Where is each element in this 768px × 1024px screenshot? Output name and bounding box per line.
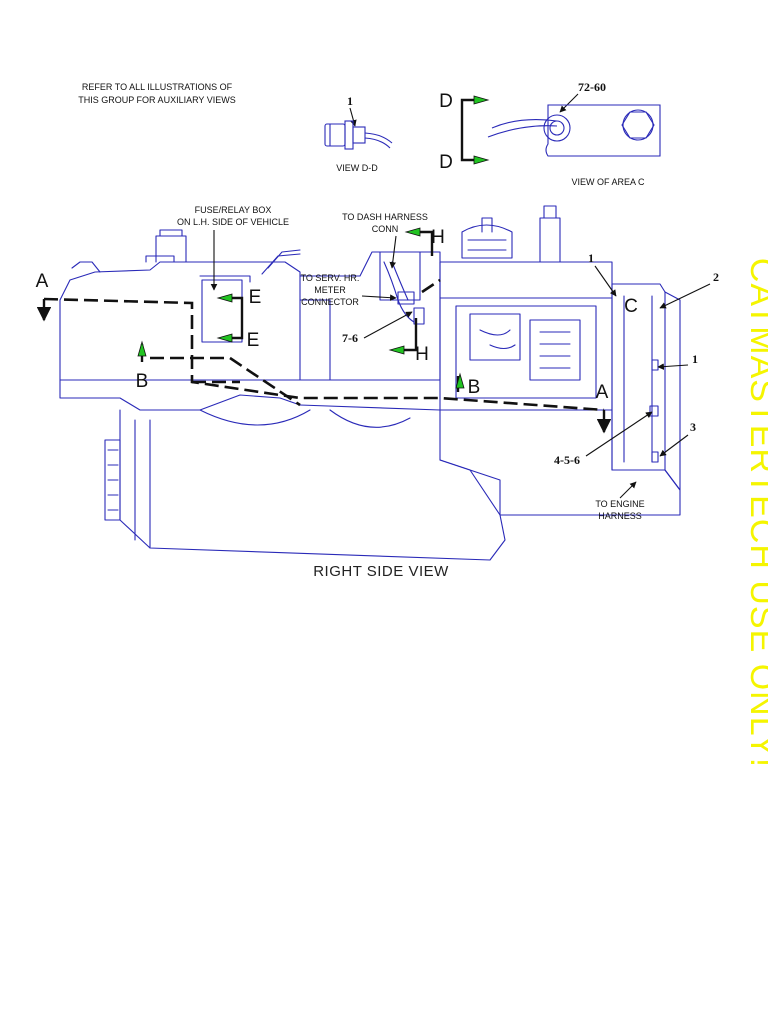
serv-hr-note-line-1: TO SERV. HR.	[301, 273, 360, 283]
marker-arrow-d-bottom	[473, 155, 489, 165]
refer-note-line-2: THIS GROUP FOR AUXILIARY VIEWS	[78, 95, 236, 105]
callout-72-60: 72-60	[578, 80, 606, 94]
section-letters-main: A A B B E E H H C	[36, 227, 638, 403]
main-notes: FUSE/RELAY BOX ON L.H. SIDE OF VEHICLE T…	[177, 205, 645, 521]
marker-arrow-e-top	[217, 293, 233, 303]
sensor-connector-drawing	[324, 120, 393, 150]
engine-harness-note-line-2: HARNESS	[598, 511, 642, 521]
callout-7-6: 7-6	[342, 331, 358, 345]
section-letter-b-left: B	[136, 371, 149, 392]
wiring-harness-route	[43, 278, 605, 412]
section-letter-h-top: H	[431, 227, 445, 248]
section-brackets	[36, 230, 612, 434]
view-dd-detail: 1 VIEW D-D	[324, 94, 393, 173]
section-letter-d-top: D	[439, 91, 453, 112]
view-area-c-label: VIEW OF AREA C	[571, 177, 645, 187]
callout-3: 3	[690, 420, 696, 434]
callout-1-right: 1	[692, 352, 698, 366]
view-area-c-detail: D D 72-60 VIEW OF AREA C	[439, 80, 661, 187]
callout-4-5-6: 4-5-6	[554, 453, 580, 467]
section-letter-a-right: A	[596, 382, 609, 403]
marker-arrow-h-bottom	[389, 345, 405, 355]
section-letter-d-bottom: D	[439, 152, 453, 173]
machine-outline	[59, 205, 681, 561]
callout-2: 2	[713, 270, 719, 284]
serv-hr-note-line-3: CONNECTOR	[301, 297, 359, 307]
marker-arrow-d-top	[473, 95, 489, 105]
serv-hr-note-line-2: METER	[314, 285, 346, 295]
dash-harness-note-line-1: TO DASH HARNESS	[342, 212, 428, 222]
callout-1-view-dd: 1	[347, 94, 353, 108]
section-letter-a-left: A	[36, 271, 49, 292]
main-callouts: 1 2 1 3 7-6 4-5-6	[342, 251, 719, 467]
right-side-view-label: RIGHT SIDE VIEW	[313, 563, 449, 580]
section-h-top-bracket	[420, 230, 434, 256]
marker-arrow-b-left	[137, 341, 147, 357]
engine-harness-note-line-1: TO ENGINE	[595, 499, 644, 509]
fuse-relay-note-line-1: FUSE/RELAY BOX	[195, 205, 272, 215]
section-bracket-d	[460, 98, 474, 162]
section-letter-b-right: B	[468, 377, 481, 398]
fuse-relay-note-line-2: ON L.H. SIDE OF VEHICLE	[177, 217, 289, 227]
callout-1-upper-right: 1	[588, 251, 594, 265]
section-letter-c: C	[624, 296, 638, 317]
refer-note: REFER TO ALL ILLUSTRATIONS OF THIS GROUP…	[78, 82, 236, 105]
bracket-plate-drawing	[487, 104, 661, 157]
marker-arrow-h-top	[405, 227, 421, 237]
watermark: CATMASTERTECH USE ONLY!	[743, 258, 768, 768]
section-e-bracket	[232, 296, 244, 340]
section-letter-h-bottom: H	[415, 344, 429, 365]
section-h-bottom-bracket	[404, 318, 418, 352]
view-dd-label: VIEW D-D	[336, 163, 378, 173]
marker-arrow-e-bottom	[217, 333, 233, 343]
section-letter-e-top: E	[249, 287, 262, 308]
refer-note-line-1: REFER TO ALL ILLUSTRATIONS OF	[82, 82, 233, 92]
section-letter-e-bottom: E	[247, 330, 260, 351]
dash-harness-note-line-2: CONN	[372, 224, 399, 234]
